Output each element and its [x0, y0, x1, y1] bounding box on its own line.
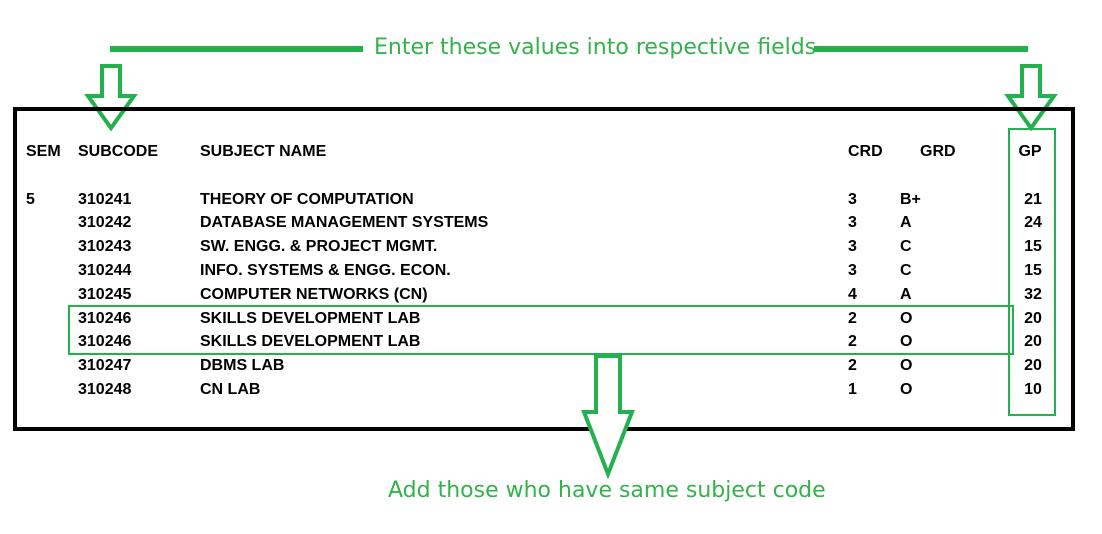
credit-cell: 3 — [848, 214, 857, 231]
grade-cell: O — [900, 381, 913, 398]
header-grd: GRD — [920, 143, 956, 160]
subject-cell: SKILLS DEVELOPMENT LAB — [200, 310, 421, 327]
annotation-top-text: Enter these values into respective field… — [374, 35, 817, 60]
grade-cell: A — [900, 214, 912, 231]
subject-cell: CN LAB — [200, 381, 261, 398]
subcode-cell: 310245 — [78, 286, 132, 303]
down-arrow-icon — [581, 354, 635, 480]
credit-cell: 3 — [848, 191, 857, 208]
gp-column-highlight — [1008, 128, 1056, 416]
grade-cell: C — [900, 262, 912, 279]
gp-cell: 20 — [1024, 333, 1042, 350]
gp-cell: 32 — [1024, 286, 1042, 303]
duplicate-rows-highlight — [68, 305, 1014, 355]
result-table — [13, 107, 1075, 431]
gp-cell: 15 — [1024, 238, 1042, 255]
credit-cell: 3 — [848, 262, 857, 279]
down-arrow-icon — [84, 64, 138, 132]
subject-cell: DBMS LAB — [200, 357, 285, 374]
subject-cell: DATABASE MANAGEMENT SYSTEMS — [200, 214, 489, 231]
semester-value: 5 — [26, 191, 35, 208]
gp-cell: 20 — [1024, 310, 1042, 327]
subject-cell: COMPUTER NETWORKS (CN) — [200, 286, 428, 303]
annotation-bottom-text: Add those who have same subject code — [388, 478, 826, 503]
down-arrow-icon — [1004, 64, 1058, 132]
credit-cell: 4 — [848, 286, 857, 303]
grade-cell: B+ — [900, 191, 921, 208]
subcode-cell: 310242 — [78, 214, 132, 231]
subcode-cell: 310246 — [78, 333, 132, 350]
grade-cell: A — [900, 286, 912, 303]
subcode-cell: 310248 — [78, 381, 132, 398]
grade-cell: O — [900, 357, 913, 374]
gp-cell: 10 — [1024, 381, 1042, 398]
subject-cell: THEORY OF COMPUTATION — [200, 191, 414, 208]
subcode-cell: 310241 — [78, 191, 132, 208]
credit-cell: 2 — [848, 333, 857, 350]
subcode-cell: 310246 — [78, 310, 132, 327]
credit-cell: 2 — [848, 310, 857, 327]
annotation-top-line-left — [110, 46, 363, 52]
subject-cell: SKILLS DEVELOPMENT LAB — [200, 333, 421, 350]
gp-cell: 20 — [1024, 357, 1042, 374]
header-subject-name: SUBJECT NAME — [200, 143, 327, 160]
grade-cell: O — [900, 310, 913, 327]
annotation-top-line-right — [814, 46, 1028, 52]
header-sem: SEM — [26, 143, 61, 160]
grade-cell: C — [900, 238, 912, 255]
gp-cell: 15 — [1024, 262, 1042, 279]
header-gp: GP — [1018, 143, 1042, 160]
subject-cell: SW. ENGG. & PROJECT MGMT. — [200, 238, 438, 255]
subject-cell: INFO. SYSTEMS & ENGG. ECON. — [200, 262, 451, 279]
subcode-cell: 310244 — [78, 262, 132, 279]
header-subcode: SUBCODE — [78, 143, 159, 160]
credit-cell: 3 — [848, 238, 857, 255]
credit-cell: 2 — [848, 357, 857, 374]
grade-cell: O — [900, 333, 913, 350]
gp-cell: 24 — [1024, 214, 1042, 231]
credit-cell: 1 — [848, 381, 857, 398]
gp-cell: 21 — [1024, 191, 1042, 208]
subcode-cell: 310243 — [78, 238, 132, 255]
subcode-cell: 310247 — [78, 357, 132, 374]
header-crd: CRD — [848, 143, 883, 160]
